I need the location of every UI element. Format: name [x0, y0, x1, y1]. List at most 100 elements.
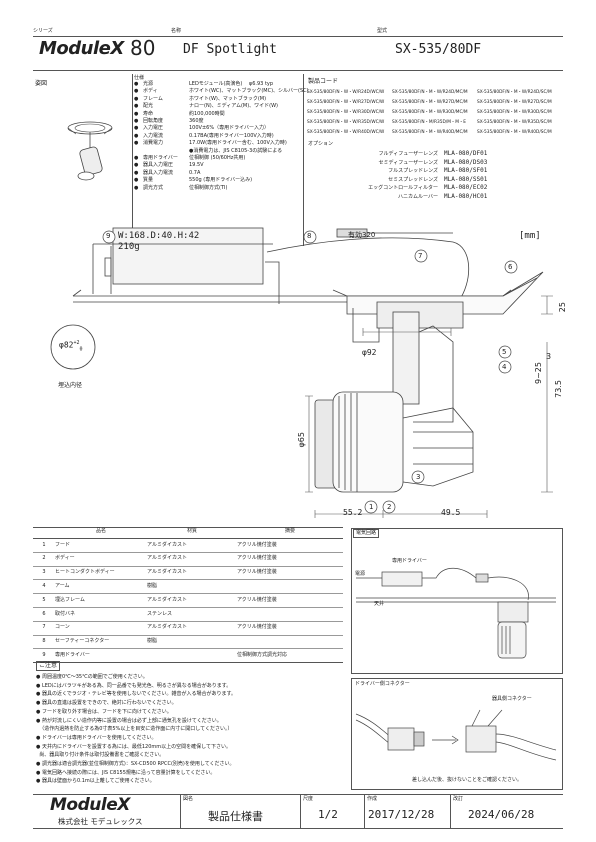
dim-3: 3: [546, 352, 552, 361]
note-item: ● LEDにはバラツキがある為、同一品番でも発光色、明るさが異なる場合があります…: [36, 682, 232, 689]
callout-8: 8: [307, 232, 312, 240]
code-item: SX-535/80DF/N・M・W/R24D/MC/M: [392, 90, 468, 95]
header-divider: [33, 36, 563, 37]
col-material: 材質: [186, 528, 197, 534]
footer-div-2: [300, 794, 301, 828]
footer-created-date: 2017/12/28: [368, 808, 435, 821]
isometric-sketch: [67, 121, 113, 181]
connector-panel: [351, 678, 563, 790]
spec-row: ●専用ドライバー位相制御 (50/60Hz共用): [134, 155, 246, 162]
code-item: SX-535/80DF/N・W・W/R27D/WC/W: [307, 100, 385, 105]
code-item: SX-535/80DF/N・M・W/R40D/MC/M: [392, 130, 468, 135]
spec-label: 仕様: [134, 75, 145, 81]
header: シリーズ ModuleX 80 名称 DF Spotlight 型式 SX-53…: [33, 28, 563, 70]
dim-phi92: φ92: [362, 348, 377, 357]
driver-weight: 210g: [118, 242, 140, 252]
callout-1: 1: [369, 503, 374, 511]
footer-doc-name: 製品仕様書: [208, 810, 263, 823]
callout-2: 2: [387, 503, 392, 511]
connector-fixture-label: 器具側コネクター: [492, 696, 532, 702]
dim-55-2: 55.2: [343, 508, 363, 517]
footer-div-4: [450, 794, 451, 828]
cutout-label: 埋込内径: [58, 382, 83, 389]
unit-label: [mm]: [519, 231, 541, 241]
model-number: SX-535/80DF: [395, 42, 482, 57]
code-item: SX-535/80DF/N・M・W/R35D/SC/M: [477, 120, 552, 125]
note-item: （造作内過熱を防止する為0寸表5%以上を目安に造作面に内寸に開口してください。）: [39, 726, 233, 733]
spec-row: ●ボディホワイト(WC)、マットブラック(MC)、シルバー(SC): [134, 88, 309, 95]
driver-dimensions: W:168.D:40.H:42: [118, 231, 200, 241]
footer-scale-label: 尺度: [303, 796, 314, 802]
code-item: SX-535/80DF/N・M・W/R27D/MC/M: [392, 100, 468, 105]
notes-label: ご注意: [36, 661, 61, 671]
code-col-3: SX-535/80DF/N・M・W/R24D/SC/M SX-535/80DF/…: [477, 88, 563, 138]
product-name: DF Spotlight: [183, 42, 277, 57]
col-name: 品名: [95, 528, 106, 534]
note-item: ● 器具の直進は設置をできので、絶対に行わないでください。: [36, 700, 177, 707]
dim-phi65: φ65: [297, 432, 306, 448]
code-divider: [303, 74, 304, 246]
note-item: ● フードを取り外す場合は、フードを下に向けてください。: [36, 708, 172, 715]
cable-and-connector: [266, 228, 470, 303]
spec-row: ●寿命約100,000時間: [134, 110, 225, 117]
driver-box: [92, 227, 280, 304]
circuit-diagram: [356, 567, 556, 659]
circuit-ceiling-label: 天井: [374, 601, 385, 607]
note-item: ● 調光器は適合調光器(並位相制御方式)：SX-CD500 RPCC(別売)を使…: [36, 761, 235, 768]
note-item: ● 電気回路へ接続の際には、JIS C8155規格に沿って容量計算をしてください…: [36, 769, 216, 776]
code-item: SX-535/80DF/N・M・W/R24D/SC/M: [477, 90, 552, 95]
callout-6: 6: [508, 263, 513, 271]
footer-name-label: 図名: [183, 796, 194, 802]
callout-circles: [102, 230, 518, 514]
footer-div-1: [180, 794, 181, 828]
footer-revised-date: 2024/06/28: [468, 808, 535, 821]
spec-divider: [132, 74, 133, 246]
parts-header-row: 品名 材質 摘要: [33, 527, 343, 539]
footer-revised-label: 改訂: [453, 796, 464, 802]
footer-company: 株式会社 モデュレックス: [58, 817, 143, 826]
name-label: 名称: [171, 28, 182, 34]
code-item: SX-535/80DF/N・W・W/R40D/WC/W: [307, 130, 385, 135]
spec-row: ●フレームホワイト(W)、マットブラック(M): [134, 95, 267, 102]
codes-label: 製品コード: [308, 78, 339, 85]
code-item: SX-535/80DF/N・M・W/R27D/SC/M: [477, 100, 552, 105]
callout-5: 5: [502, 348, 507, 356]
callout-9: 9: [106, 232, 111, 240]
series-label: シリーズ: [33, 28, 53, 34]
brand-logo: ModuleX: [39, 38, 124, 59]
note-item: ● ドライバーは専用ドライバーを使用してください。: [36, 734, 157, 741]
code-item: SX-535/80DF/N・W・W/R30D/WC/W: [307, 110, 385, 115]
cutout-circle: [50, 324, 96, 370]
dim-49-5: 49.5: [441, 508, 461, 517]
footer-scale: 1/2: [318, 808, 338, 821]
circuit-panel: [351, 528, 563, 674]
code-item: SX-535/80DF/N・M・W/R30D/MC/M: [392, 110, 468, 115]
spec-row: ●配光ナロー(N)、ミディアム(M)、ワイド(W): [134, 103, 279, 110]
spec-row: ●調光方式位相制御方式(TI): [134, 184, 228, 191]
code-item: SX-535/80DF/N・M/R35D/M・M・E: [392, 120, 466, 125]
footer-brand-logo: ModuleX: [50, 795, 130, 815]
notes-list: ● 周囲温度0℃〜35℃の範囲でご使用ください。 ● LEDにはバラツキがある為…: [36, 673, 344, 786]
note-item: ● 天井内にドライバーを設置する為には、最低120mm以上の空間を確保して下さい…: [36, 743, 231, 750]
connector-driver-label: ドライバー側コネクター: [355, 681, 410, 687]
